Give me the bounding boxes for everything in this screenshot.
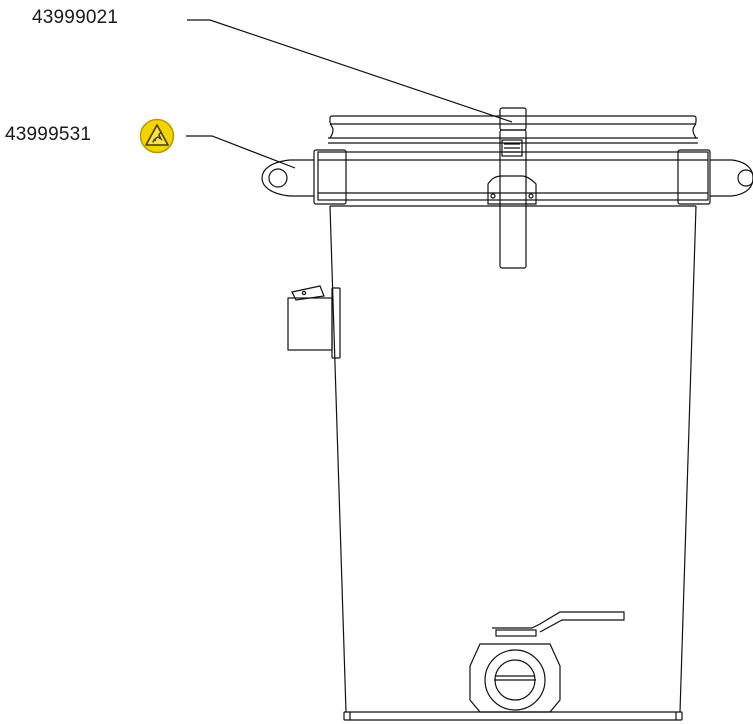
- leader-line-ring: [186, 135, 296, 169]
- drum-lid-rim: [328, 115, 698, 144]
- part-number-ring-label: 43999531: [5, 124, 92, 145]
- part-number-clamp-label: 43999021: [32, 7, 119, 28]
- clamping-ring: [313, 149, 711, 205]
- ring-lug-left: [261, 159, 314, 197]
- side-port: [287, 285, 341, 359]
- ball-valve: [469, 611, 625, 713]
- clamp-lever: [487, 107, 537, 269]
- leader-line-clamp: [187, 19, 513, 123]
- esd-warning-icon: [139, 118, 175, 154]
- drum-bottom-chime: [343, 711, 683, 721]
- drum-body: [329, 205, 697, 713]
- ring-lug-right: [710, 159, 753, 197]
